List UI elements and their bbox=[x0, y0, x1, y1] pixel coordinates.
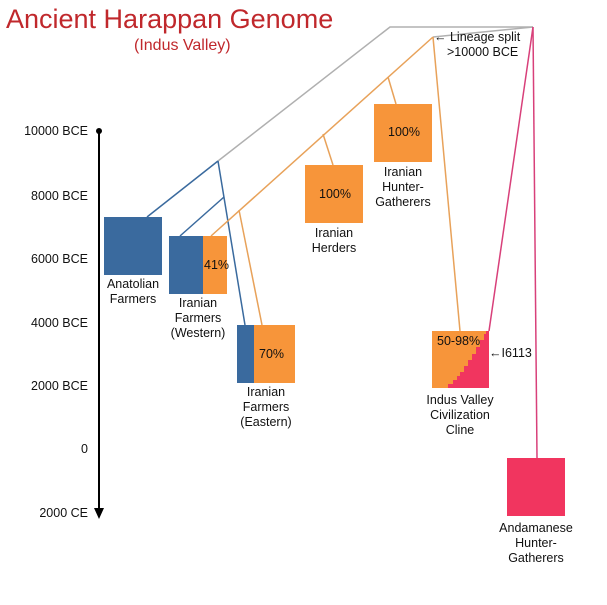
iranian-herders-label: Iranian Herders bbox=[311, 226, 357, 255]
andamanese-hunter-gatherers-label: Andamanese Hunter- Gatherers bbox=[499, 521, 573, 565]
sample-annotation: ←I6113 bbox=[489, 346, 532, 361]
anatolian-farmers-label: Anatolian Farmers bbox=[106, 277, 160, 306]
page-subtitle: (Indus Valley) bbox=[134, 37, 231, 54]
blue-lineage-lines bbox=[146, 160, 246, 326]
lineage-split-line2: >10000 BCE bbox=[447, 45, 519, 59]
left-arrow-icon: ← bbox=[489, 346, 502, 360]
iranian-farmers-eastern-label: Iranian Farmers (Eastern) bbox=[240, 385, 292, 429]
time-tick-2000-bce: 2000 BCE bbox=[31, 379, 88, 393]
indus-valley-cline-label: Indus Valley Civilization Cline bbox=[426, 393, 494, 437]
indus-valley-cline-share: 50-98% bbox=[437, 334, 481, 348]
iranian-herders-box bbox=[305, 165, 363, 223]
time-tick-0: 0 bbox=[81, 442, 88, 456]
indus-valley-cline-box bbox=[432, 331, 489, 388]
time-axis-start-dot bbox=[96, 128, 102, 134]
left-arrow-icon: ← bbox=[434, 30, 447, 44]
page-title: Ancient Harappan Genome bbox=[6, 4, 334, 34]
anatolian-farmers-box bbox=[104, 217, 162, 275]
pink-lineage-lines bbox=[488, 26, 538, 459]
iranian-farmers-western-share: 41% bbox=[204, 258, 230, 272]
iranian-farmers-western-box bbox=[169, 236, 227, 294]
gray-lineage-lines bbox=[217, 26, 534, 162]
iranian-hunter-gatherers-label: Iranian Hunter- Gatherers bbox=[375, 165, 431, 209]
iranian-farmers-western-label: Iranian Farmers (Western) bbox=[170, 296, 226, 340]
iranian-hunter-gatherers-share: 100% bbox=[388, 125, 420, 139]
sample-label: I6113 bbox=[501, 346, 532, 360]
time-tick-2000-ce: 2000 CE bbox=[39, 506, 88, 520]
time-tick-10000-bce: 10000 BCE bbox=[24, 124, 88, 138]
lineage-split-annotation: ← Lineage split bbox=[434, 30, 520, 45]
iranian-herders-share: 100% bbox=[319, 187, 351, 201]
lineage-split-line1: Lineage split bbox=[449, 30, 521, 44]
time-axis-arrowhead bbox=[94, 508, 104, 519]
orange-lineage-lines bbox=[210, 36, 461, 332]
time-tick-6000-bce: 6000 BCE bbox=[31, 252, 88, 266]
iranian-hunter-gatherers-box bbox=[374, 104, 432, 162]
time-tick-4000-bce: 4000 BCE bbox=[31, 316, 88, 330]
iranian-farmers-eastern-box bbox=[237, 325, 295, 383]
iranian-farmers-eastern-share: 70% bbox=[259, 347, 285, 361]
andamanese-hunter-gatherers-box bbox=[507, 458, 565, 516]
time-tick-8000-bce: 8000 BCE bbox=[31, 189, 88, 203]
